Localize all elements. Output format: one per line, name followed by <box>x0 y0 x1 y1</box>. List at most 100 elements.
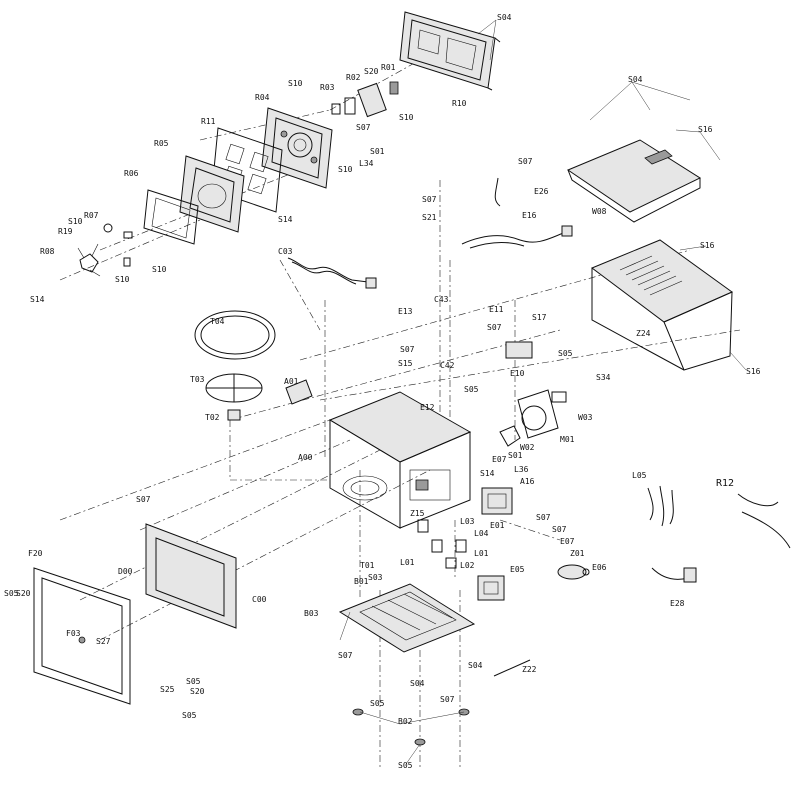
label-C42: C42 <box>440 361 455 370</box>
label-E06: E06 <box>592 563 607 572</box>
control-panel-plate <box>261 107 333 189</box>
label-L01-b: L01 <box>474 549 489 558</box>
label-L03: L03 <box>460 517 475 526</box>
label-S05-b: S05 <box>464 385 479 394</box>
label-S01-b: S01 <box>508 451 523 460</box>
label-S07-c: S07 <box>422 195 437 204</box>
base-feet <box>352 708 470 746</box>
label-F03: F03 <box>66 629 81 638</box>
label-S16-a: S16 <box>698 125 713 134</box>
roller-support <box>205 373 263 403</box>
label-Z24: Z24 <box>636 329 651 338</box>
label-S05-f: S05 <box>370 699 385 708</box>
control-switch-assembly <box>331 81 399 118</box>
label-Z15: Z15 <box>410 509 425 518</box>
label-A00: A00 <box>298 453 313 462</box>
label-W08: W08 <box>592 207 607 216</box>
panel-frame-r05 <box>179 155 245 233</box>
label-S07-e: S07 <box>400 345 415 354</box>
label-S07-b: S07 <box>518 157 533 166</box>
label-E26: E26 <box>534 187 549 196</box>
label-S07-h: S07 <box>552 525 567 534</box>
label-S07-j: S07 <box>440 695 455 704</box>
label-E10: E10 <box>510 369 525 378</box>
label-S16-b: S16 <box>700 241 715 250</box>
label-E11: E11 <box>489 305 504 314</box>
label-L02: L02 <box>460 561 475 570</box>
label-S14-b: S14 <box>30 295 45 304</box>
label-E07: E07 <box>492 455 507 464</box>
label-S07-i: S07 <box>338 651 353 660</box>
label-S21: S21 <box>422 213 437 222</box>
label-F20: F20 <box>28 549 43 558</box>
waveguide-cover <box>285 379 313 405</box>
label-S04-b: S04 <box>468 661 483 670</box>
label-R01: R01 <box>381 63 396 72</box>
label-S05-h: S05 <box>398 761 413 770</box>
label-S04-top: S04 <box>497 13 512 22</box>
label-S10-f: S10 <box>115 275 130 284</box>
label-S20-b: S20 <box>16 589 31 598</box>
label-L05: L05 <box>632 471 647 480</box>
base-plate <box>338 583 476 653</box>
label-S17: S17 <box>532 313 547 322</box>
capacitor-e06 <box>557 564 590 580</box>
coupler-t02 <box>227 409 241 421</box>
label-B02: B02 <box>398 717 413 726</box>
label-S05-a: S05 <box>558 349 573 358</box>
cabinet-vents <box>619 255 683 296</box>
label-T04: T04 <box>210 317 225 326</box>
label-S20-c: S20 <box>190 687 205 696</box>
label-S20: S20 <box>364 67 379 76</box>
door-outer-frame <box>33 567 131 705</box>
label-S14-a: S14 <box>278 215 293 224</box>
window-frame-r06 <box>143 189 199 245</box>
label-S05-e: S05 <box>182 711 197 720</box>
label-W02: W02 <box>520 443 535 452</box>
label-S07-g: S07 <box>536 513 551 522</box>
label-S15: S15 <box>398 359 413 368</box>
label-E05: E05 <box>510 565 525 574</box>
label-L04: L04 <box>474 529 489 538</box>
thermostat-e28 <box>651 567 697 583</box>
leader-lines <box>339 19 747 765</box>
label-C43: C43 <box>434 295 449 304</box>
label-R12: R12 <box>716 478 734 489</box>
label-L34: L34 <box>359 159 374 168</box>
label-A01: A01 <box>284 377 299 386</box>
label-R08: R08 <box>40 247 55 256</box>
label-S27: S27 <box>96 637 111 646</box>
magnetron-e05 <box>477 575 505 601</box>
wire-bundle-r12 <box>737 493 791 549</box>
power-cord <box>461 177 573 249</box>
label-R05: R05 <box>154 139 169 148</box>
label-S10-d: S10 <box>68 217 83 226</box>
transformer-e01 <box>481 487 513 515</box>
part-labels: S04 R10 S20 R01 R02 R03 S10 S10 R04 S07 … <box>4 13 761 770</box>
rod-z22 <box>493 659 531 677</box>
label-S05-d: S05 <box>186 677 201 686</box>
wire-harness-c03 <box>287 257 377 289</box>
right-cabinet-shell <box>590 239 733 371</box>
label-S04-cover: S04 <box>628 75 643 84</box>
label-R04: R04 <box>255 93 270 102</box>
label-B01: B01 <box>354 577 369 586</box>
label-S34: S34 <box>596 373 611 382</box>
label-E16: E16 <box>522 211 537 220</box>
label-E12: E12 <box>420 403 435 412</box>
label-S04-c: S04 <box>410 679 425 688</box>
label-R10: R10 <box>452 99 467 108</box>
control-panel-frame <box>399 11 501 91</box>
label-T01: T01 <box>360 561 375 570</box>
label-L01: L01 <box>400 558 415 567</box>
label-R06: R06 <box>124 169 139 178</box>
label-T03: T03 <box>190 375 205 384</box>
label-S10-b: S10 <box>399 113 414 122</box>
label-R03: R03 <box>320 83 335 92</box>
bracket-e10 <box>505 341 533 359</box>
label-S03: S03 <box>368 573 383 582</box>
label-S07-f: S07 <box>136 495 151 504</box>
label-S10-e: S10 <box>152 265 167 274</box>
label-R19: R19 <box>58 227 73 236</box>
